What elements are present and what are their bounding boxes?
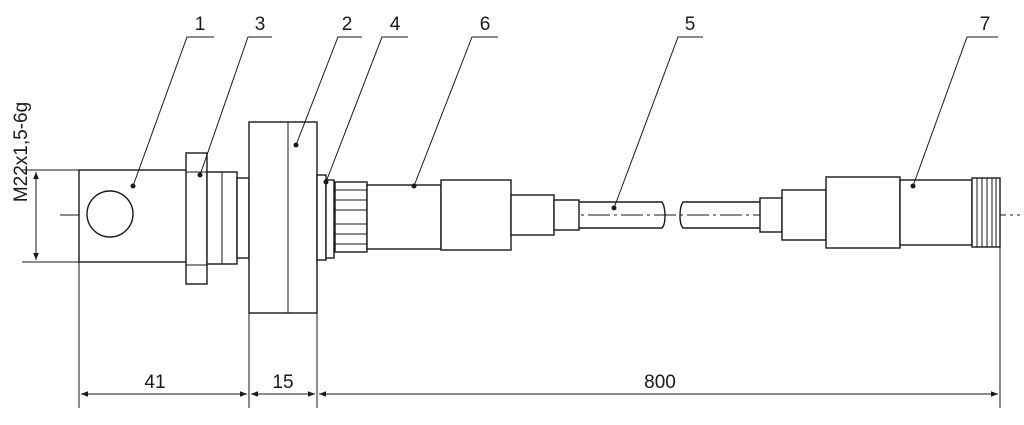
part-label-1: 1 — [195, 14, 206, 35]
part-label-2: 2 — [342, 14, 353, 35]
thread-dimension: M22x1,5-6g — [11, 102, 79, 263]
part-2-flange — [236, 121, 318, 314]
part-label-4: 4 — [390, 14, 401, 35]
part-5-cable — [579, 201, 760, 229]
leader-lines — [130, 36, 998, 211]
part-label-6: 6 — [480, 14, 491, 35]
knurled-fitting — [334, 181, 368, 253]
part-label-3: 3 — [255, 14, 266, 35]
part-label-5: 5 — [685, 14, 696, 35]
dimension-label-800: 800 — [644, 372, 676, 393]
length-dimensions: 41 15 800 — [78, 247, 1001, 408]
part-7-connector — [759, 176, 1001, 249]
part-4-washer — [316, 174, 335, 261]
dimension-label-41: 41 — [144, 372, 165, 393]
part-3-nut — [185, 152, 238, 285]
part-6-connector — [366, 179, 580, 251]
part-label-7: 7 — [980, 14, 991, 35]
thread-size-label: M22x1,5-6g — [11, 102, 32, 202]
dimension-label-15: 15 — [272, 372, 293, 393]
